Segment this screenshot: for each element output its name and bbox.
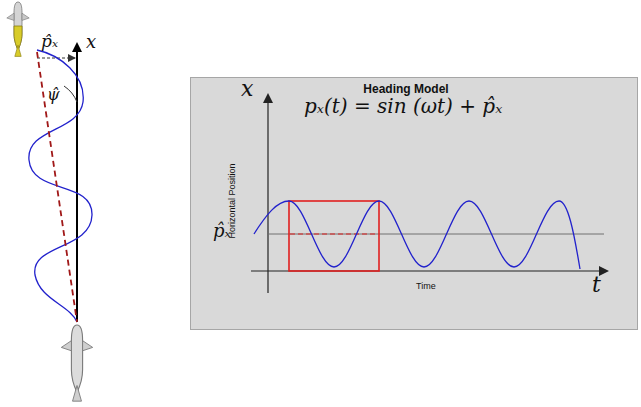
heading-axis <box>76 44 78 322</box>
period-box <box>289 201 379 271</box>
mean-dash <box>290 233 378 234</box>
model-panel: Heading Modelpₓ(t) = sin (ωt) + p̂ₓxHori… <box>190 77 638 330</box>
axis-label: x <box>241 77 253 101</box>
mean-line <box>269 234 604 235</box>
offset-label: p̂ₓ <box>41 32 58 51</box>
y-axis <box>267 95 268 293</box>
fish-icon <box>61 325 92 401</box>
formula: pₓ(t) = sin (ωt) + p̂ₓ <box>304 95 502 117</box>
sine-wave <box>254 201 580 269</box>
axis-label: t <box>592 273 601 297</box>
fish-icon <box>7 2 29 56</box>
swim-trajectory <box>29 50 92 322</box>
angle-label: ψ̂ <box>47 86 60 104</box>
angle-arc <box>64 86 77 102</box>
heading-line <box>37 52 77 322</box>
offset-label: p̂ₓ <box>213 221 231 241</box>
axis-title: Time <box>416 282 436 292</box>
axis-label: x <box>86 32 96 52</box>
